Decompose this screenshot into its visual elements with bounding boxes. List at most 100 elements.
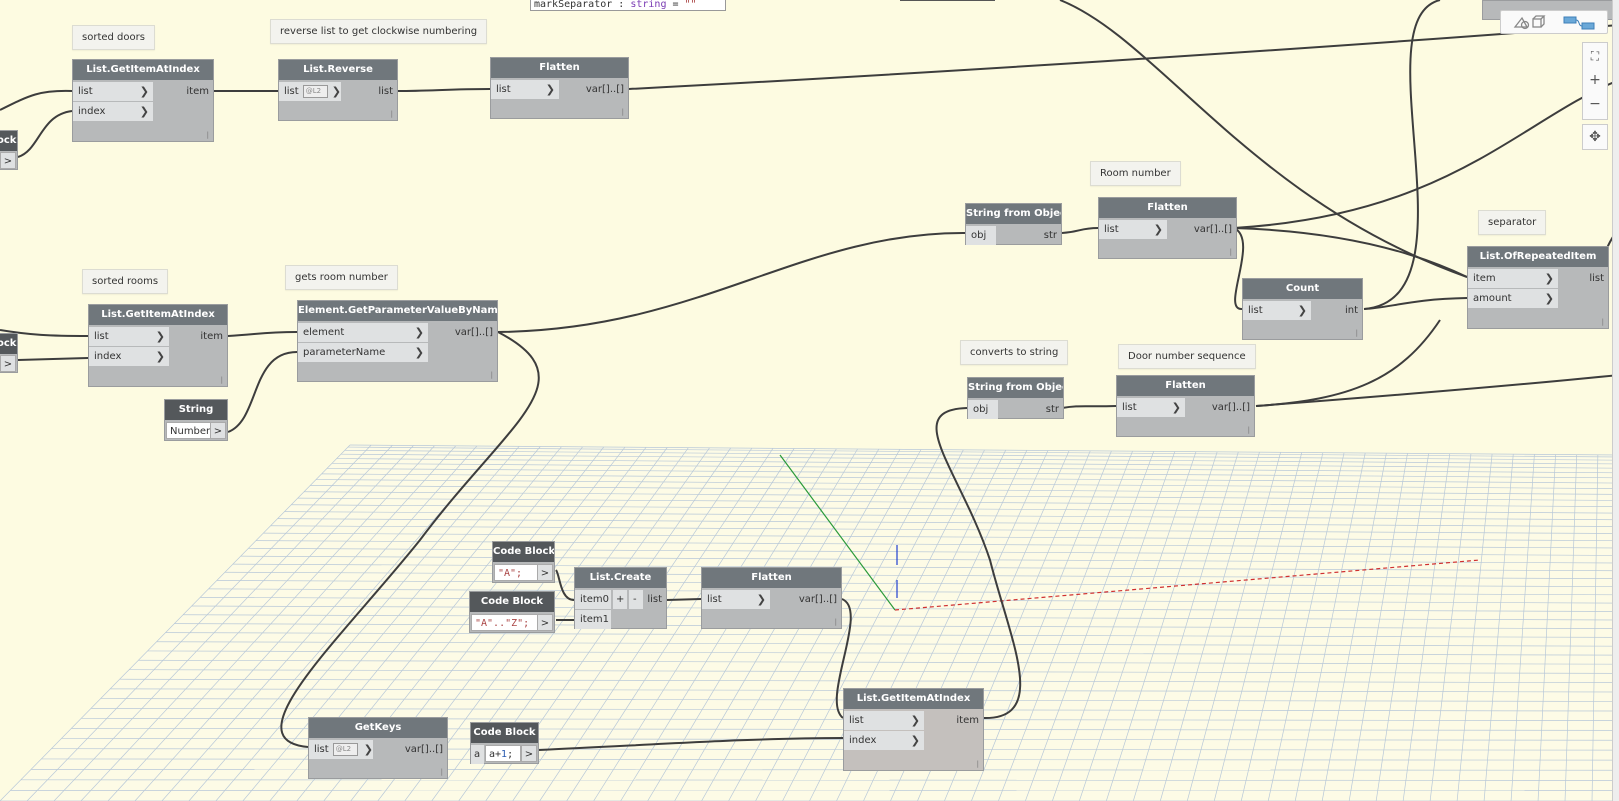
input-port-list[interactable]: list❯ <box>491 80 559 99</box>
input-port-list[interactable]: list❯ <box>1243 301 1311 320</box>
lacing-indicator[interactable]: | <box>834 618 837 626</box>
input-port-index[interactable]: index❯ <box>73 102 153 121</box>
node-count[interactable]: Count list❯ int | <box>1242 278 1363 340</box>
lacing-indicator[interactable]: | <box>390 110 393 118</box>
node-string-from-object-room[interactable]: String from Object obj str <box>965 203 1062 245</box>
input-port-parametername[interactable]: parameterName❯ <box>298 343 428 362</box>
node-list-create[interactable]: List.Create item0 + - item1 list <box>574 567 667 629</box>
node-list-getitematindex-letters[interactable]: List.GetItemAtIndex list❯ index❯ item | <box>843 688 984 771</box>
output-port-list[interactable]: list <box>647 594 662 605</box>
list-level-selector[interactable]: @L2 <box>302 84 329 98</box>
node-list-reverse[interactable]: List.Reverse list@L2❯ list | <box>278 59 398 121</box>
output-port-var[interactable]: var[]..[] <box>585 84 624 95</box>
node-list-ofrepeateditem[interactable]: List.OfRepeatedItem item❯ amount❯ list | <box>1467 246 1609 329</box>
note-sorted-rooms[interactable]: sorted rooms <box>82 269 169 294</box>
output-port-item[interactable]: item <box>956 715 979 726</box>
output-port-item[interactable]: item <box>200 331 223 342</box>
remove-input-button[interactable]: - <box>629 590 643 609</box>
node-code-block-partial-mid[interactable]: ock > <box>0 333 18 373</box>
input-port-amount[interactable]: amount❯ <box>1468 289 1558 308</box>
input-port-obj[interactable]: obj <box>968 400 998 419</box>
input-port-list[interactable]: list❯ <box>1117 398 1185 417</box>
input-port-list[interactable]: list❯ <box>73 82 153 101</box>
output-port[interactable]: > <box>537 564 553 581</box>
input-port-index[interactable]: index❯ <box>89 347 169 366</box>
input-port-obj[interactable]: obj <box>966 226 996 245</box>
node-code-block-a-plus-1[interactable]: Code Block a a+1; > <box>470 722 539 764</box>
input-port-a[interactable]: a <box>471 745 484 764</box>
note-door-number-sequence[interactable]: Door number sequence <box>1118 344 1256 369</box>
output-port-var[interactable]: var[]..[] <box>454 327 493 338</box>
zoom-out-button[interactable]: − <box>1586 95 1604 113</box>
node-getkeys[interactable]: GetKeys list@L2❯ var[]..[] | <box>308 717 448 779</box>
input-port-list[interactable]: list❯ <box>702 590 770 609</box>
output-port-var[interactable]: var[]..[] <box>1211 402 1250 413</box>
node-string-input[interactable]: String Number > <box>164 399 228 441</box>
input-port-list[interactable]: list❯ <box>1099 220 1167 239</box>
graph-view-button[interactable] <box>1557 13 1603 33</box>
input-port-element[interactable]: element❯ <box>298 323 428 342</box>
output-port-int[interactable]: int <box>1344 305 1358 316</box>
output-port-list[interactable]: list <box>1589 273 1604 284</box>
lacing-indicator[interactable]: | <box>1355 329 1358 337</box>
output-port-str[interactable]: str <box>1043 230 1057 241</box>
note-separator[interactable]: separator <box>1478 210 1547 235</box>
node-flatten-top[interactable]: Flatten list❯ var[]..[] | <box>490 57 629 119</box>
node-list-getitematindex-rooms[interactable]: List.GetItemAtIndex list❯ index❯ item | <box>88 304 228 387</box>
input-port-list[interactable]: list❯ <box>844 711 924 730</box>
pan-button[interactable]: ✥ <box>1586 128 1604 146</box>
add-input-button[interactable]: + <box>613 590 627 609</box>
input-port-list[interactable]: list@L2❯ <box>309 740 373 759</box>
lacing-indicator[interactable]: | <box>220 376 223 384</box>
lacing-indicator[interactable]: | <box>621 108 624 116</box>
output-port[interactable]: > <box>521 745 537 762</box>
lacing-indicator[interactable]: | <box>976 760 979 768</box>
geometry-view-button[interactable] <box>1507 13 1551 33</box>
zoom-fit-button[interactable]: ⛶ <box>1586 47 1604 65</box>
output-port-list[interactable]: list <box>378 86 393 97</box>
input-port-item[interactable]: item❯ <box>1468 269 1558 288</box>
output-port-var[interactable]: var[]..[] <box>1193 224 1232 235</box>
zoom-in-button[interactable]: + <box>1586 71 1604 89</box>
vertical-scrollbar[interactable] <box>1612 0 1619 801</box>
lacing-indicator[interactable]: | <box>1601 318 1604 326</box>
output-port[interactable]: > <box>537 614 553 631</box>
input-port-list[interactable]: list❯ <box>89 327 169 346</box>
input-port-list[interactable]: list@L2❯ <box>279 82 341 101</box>
string-value-input[interactable]: Number <box>166 422 211 439</box>
node-element-getparametervaluebyname[interactable]: Element.GetParameterValueByName element❯… <box>297 300 498 382</box>
lacing-indicator[interactable]: | <box>440 768 443 776</box>
note-gets-room-number[interactable]: gets room number <box>285 265 398 290</box>
note-reverse-list[interactable]: reverse list to get clockwise numbering <box>270 19 488 44</box>
note-sorted-doors[interactable]: sorted doors <box>72 25 155 50</box>
list-level-selector[interactable]: @L2 <box>332 742 359 756</box>
output-port[interactable]: > <box>210 422 226 439</box>
node-flatten-letters[interactable]: Flatten list❯ var[]..[] | <box>701 567 842 629</box>
node-list-getitematindex-doors[interactable]: List.GetItemAtIndex list❯ index❯ item | <box>72 59 214 142</box>
output-port-var[interactable]: var[]..[] <box>404 744 443 755</box>
node-flatten-door-sequence[interactable]: Flatten list❯ var[]..[] | <box>1116 375 1255 437</box>
lacing-indicator[interactable]: | <box>490 371 493 379</box>
node-code-block-a-to-z[interactable]: Code Block "A".."Z"; > <box>469 591 555 633</box>
node-code-block-a[interactable]: Code Block "A"; > <box>492 541 555 583</box>
note-room-number[interactable]: Room number <box>1090 161 1181 186</box>
code-input[interactable]: a+1; <box>485 745 521 762</box>
code-editor-snippet[interactable]: markSeparator : string = "" <box>530 0 726 11</box>
code-input[interactable]: "A"; <box>494 564 538 581</box>
output-port-var[interactable]: var[]..[] <box>798 594 837 605</box>
code-input[interactable]: "A".."Z"; <box>471 614 538 631</box>
output-port-item[interactable]: item <box>186 86 209 97</box>
note-converts-to-string[interactable]: converts to string <box>960 340 1069 365</box>
input-port-item0[interactable]: item0 <box>575 590 611 609</box>
output-port[interactable]: > <box>0 355 16 372</box>
input-port-item1[interactable]: item1 <box>575 610 611 629</box>
lacing-indicator[interactable]: | <box>206 131 209 139</box>
node-string-from-object-door[interactable]: String from Object obj str <box>967 377 1064 419</box>
output-port-str[interactable]: str <box>1045 404 1059 415</box>
lacing-indicator[interactable]: | <box>1247 426 1250 434</box>
output-port[interactable]: > <box>0 152 16 169</box>
input-port-index[interactable]: index❯ <box>844 731 924 750</box>
lacing-indicator[interactable]: | <box>1229 248 1232 256</box>
node-code-block-partial-top[interactable]: ock > <box>0 130 18 170</box>
node-flatten-room-number[interactable]: Flatten list❯ var[]..[] | <box>1098 197 1237 259</box>
